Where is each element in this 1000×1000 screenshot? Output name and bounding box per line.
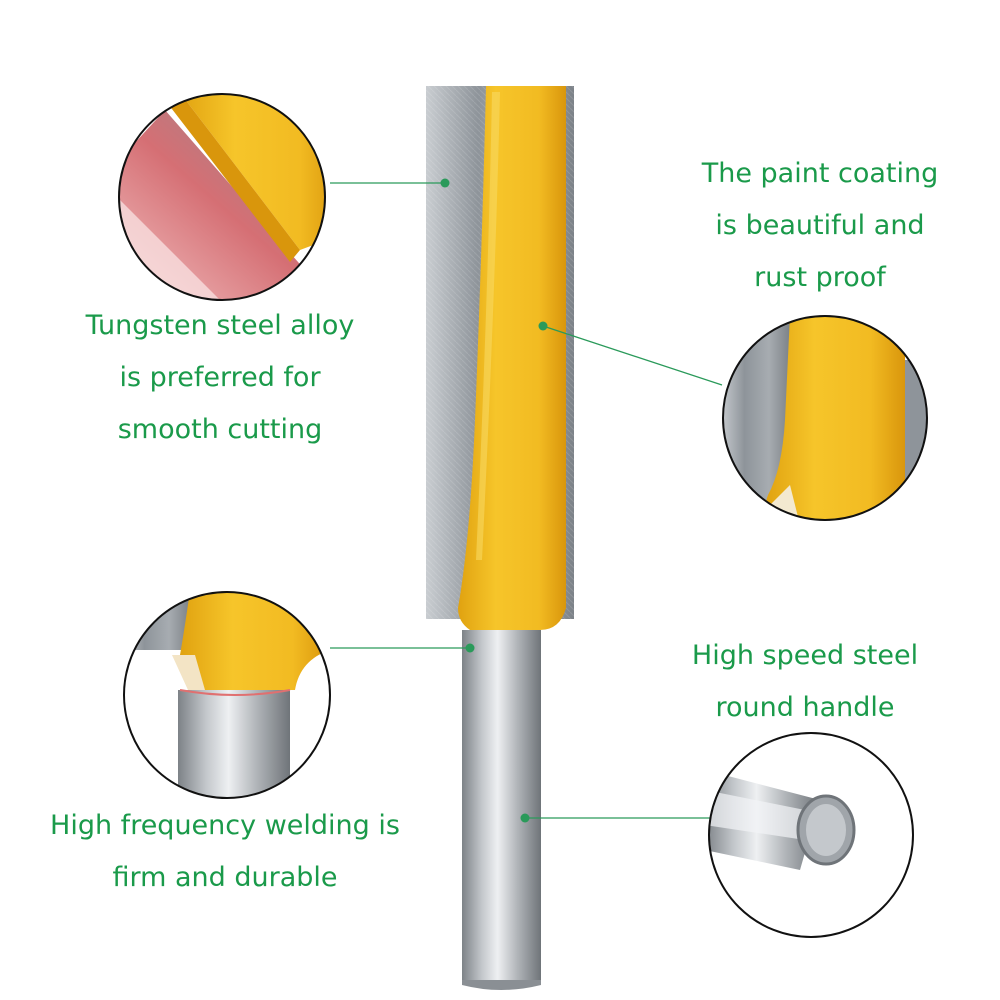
callout-line: smooth cutting: [117, 414, 323, 445]
callout-line: The paint coating: [701, 158, 939, 189]
callout-line: rust proof: [754, 262, 886, 293]
handle-closeup: [708, 732, 914, 938]
paint-coating-closeup: [722, 315, 928, 521]
tungsten-closeup: [118, 93, 326, 301]
leader-lines: [330, 178, 723, 823]
welding-closeup: [123, 591, 331, 799]
callout-line: Tungsten steel alloy: [85, 310, 355, 341]
callout-line: firm and durable: [112, 862, 338, 893]
callout-line: is beautiful and: [715, 210, 925, 241]
callout-line: round handle: [715, 692, 895, 723]
callout-line: is preferred for: [119, 362, 321, 393]
callout-hss: High speed steel round handle: [600, 630, 1000, 734]
callout-paint: The paint coating is beautiful and rust …: [620, 148, 1000, 304]
callout-tungsten: Tungsten steel alloy is preferred for sm…: [20, 300, 420, 456]
callout-line: High speed steel: [691, 640, 919, 671]
shank: [462, 630, 541, 990]
callout-weld: High frequency welding is firm and durab…: [0, 800, 450, 904]
callout-line: High frequency welding is: [50, 810, 400, 841]
